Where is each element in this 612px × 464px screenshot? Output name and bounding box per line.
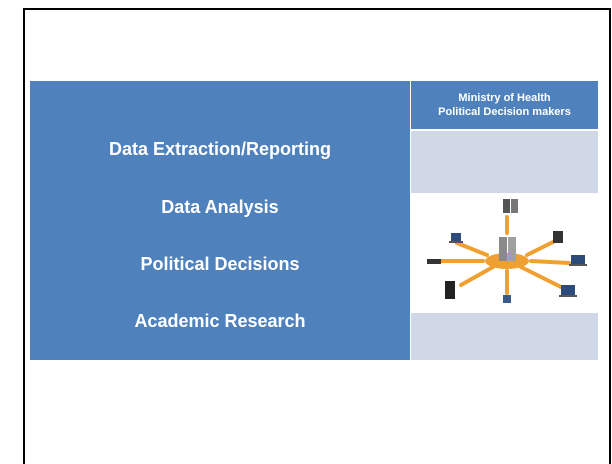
device-left-icon bbox=[427, 259, 441, 264]
topics-panel: Data Extraction/Reporting Data Analysis … bbox=[30, 81, 410, 360]
topic-academic-research: Academic Research bbox=[134, 311, 306, 331]
topic-political-decisions: Political Decisions bbox=[140, 254, 300, 274]
stakeholder-header-line1: Ministry of Health bbox=[458, 92, 551, 104]
topic-data-analysis: Data Analysis bbox=[161, 197, 279, 217]
stakeholder-column: Ministry of Health Political Decision ma… bbox=[411, 81, 598, 360]
stakeholder-header: Ministry of Health Political Decision ma… bbox=[411, 81, 598, 129]
server-top-a bbox=[503, 199, 510, 213]
device-bottom-icon bbox=[503, 295, 511, 303]
server-right bbox=[508, 237, 516, 261]
stakeholder-header-line2: Political Decision makers bbox=[438, 106, 571, 118]
topics-list: Data Extraction/Reporting Data Analysis … bbox=[30, 81, 410, 360]
laptop-topleft-icon bbox=[451, 233, 461, 241]
pc-topright-icon bbox=[553, 231, 563, 243]
network-diagram-icon bbox=[427, 199, 587, 303]
laptop-right-icon bbox=[571, 255, 585, 264]
server-top-b bbox=[511, 199, 518, 213]
topic-data-extraction-reporting: Data Extraction/Reporting bbox=[108, 139, 332, 159]
laptop-bottomright-icon bbox=[561, 285, 575, 295]
network-diagram-image bbox=[411, 193, 598, 313]
network-arrows bbox=[439, 215, 571, 295]
tower-bottomleft-icon bbox=[445, 281, 455, 299]
server-left bbox=[499, 237, 507, 261]
